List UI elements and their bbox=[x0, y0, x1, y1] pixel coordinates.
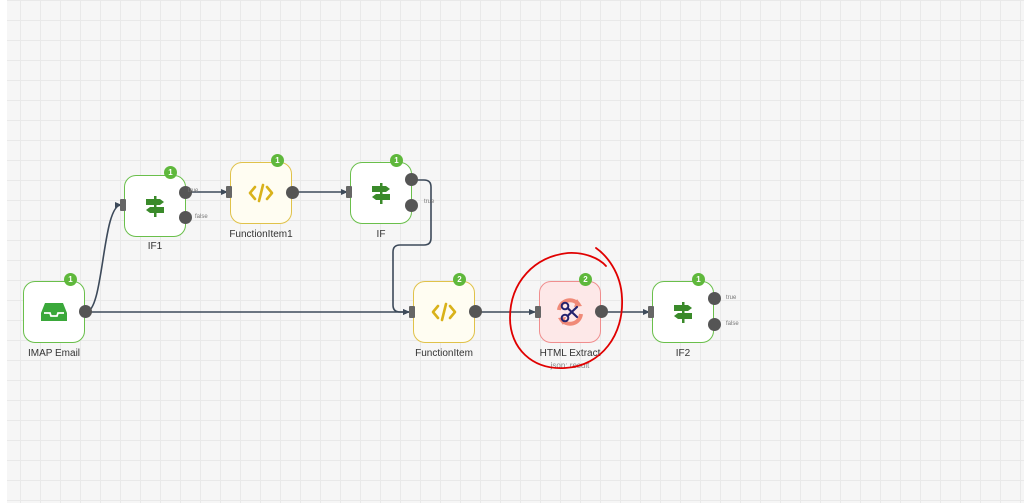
node-if-label: IF bbox=[376, 229, 386, 240]
if-false-port[interactable] bbox=[405, 199, 418, 212]
functionitem-input-port[interactable] bbox=[409, 306, 415, 318]
if1-true-port[interactable] bbox=[179, 186, 192, 199]
if2-false-label: false bbox=[726, 321, 739, 327]
node-functionitem-label: FunctionItem bbox=[415, 348, 473, 359]
signpost-icon bbox=[146, 196, 164, 217]
inbox-icon bbox=[41, 303, 67, 321]
node-functionitem1-label: FunctionItem1 bbox=[229, 229, 293, 240]
node-if1-label: IF1 bbox=[147, 241, 163, 252]
if2-input-port[interactable] bbox=[648, 306, 654, 318]
node-if1[interactable] bbox=[124, 175, 186, 237]
node-if2-badge: 1 bbox=[692, 273, 705, 286]
connection-if-functionitem[interactable] bbox=[392, 179, 432, 315]
connection-imap-if1[interactable] bbox=[85, 202, 122, 313]
node-functionitem1-badge: 1 bbox=[271, 154, 284, 167]
functionitem1-output-port[interactable] bbox=[286, 186, 299, 199]
scissors-refresh-icon bbox=[557, 298, 583, 326]
code-icon bbox=[248, 183, 274, 203]
node-html-extract-badge: 2 bbox=[579, 273, 592, 286]
node-html-extract-label: HTML Extract bbox=[539, 348, 601, 359]
if1-false-port[interactable] bbox=[179, 211, 192, 224]
if-input-port[interactable] bbox=[346, 186, 352, 198]
if1-false-label: false bbox=[195, 214, 208, 220]
html-extract-input-port[interactable] bbox=[535, 306, 541, 318]
node-imap-badge: 1 bbox=[64, 273, 77, 286]
functionitem-output-port[interactable] bbox=[469, 305, 482, 318]
node-functionitem1[interactable] bbox=[230, 162, 292, 224]
functionitem1-input-port[interactable] bbox=[226, 186, 232, 198]
if-true-port[interactable] bbox=[405, 173, 418, 186]
node-functionitem-badge: 2 bbox=[453, 273, 466, 286]
node-html-extract-sublabel: json: result bbox=[550, 361, 590, 370]
if1-true-label: true bbox=[188, 188, 199, 194]
node-if2-label: IF2 bbox=[675, 348, 691, 359]
node-imap-label: IMAP Email bbox=[27, 348, 81, 359]
signpost-icon bbox=[372, 183, 390, 204]
node-if1-badge: 1 bbox=[164, 166, 177, 179]
node-if2[interactable] bbox=[652, 281, 714, 343]
code-icon bbox=[431, 302, 457, 322]
if-true-label: true bbox=[424, 199, 435, 205]
if2-true-port[interactable] bbox=[708, 292, 721, 305]
node-imap-email[interactable] bbox=[23, 281, 85, 343]
node-if[interactable] bbox=[350, 162, 412, 224]
html-extract-output-port[interactable] bbox=[595, 305, 608, 318]
imap-output-port[interactable] bbox=[79, 305, 92, 318]
if1-input-port[interactable] bbox=[120, 199, 126, 211]
if2-false-port[interactable] bbox=[708, 318, 721, 331]
canvas-left-edge bbox=[0, 0, 7, 503]
node-if-badge: 1 bbox=[390, 154, 403, 167]
node-html-extract[interactable] bbox=[539, 281, 601, 343]
if2-true-label: true bbox=[726, 295, 737, 301]
node-functionitem[interactable] bbox=[413, 281, 475, 343]
signpost-icon bbox=[674, 302, 692, 323]
